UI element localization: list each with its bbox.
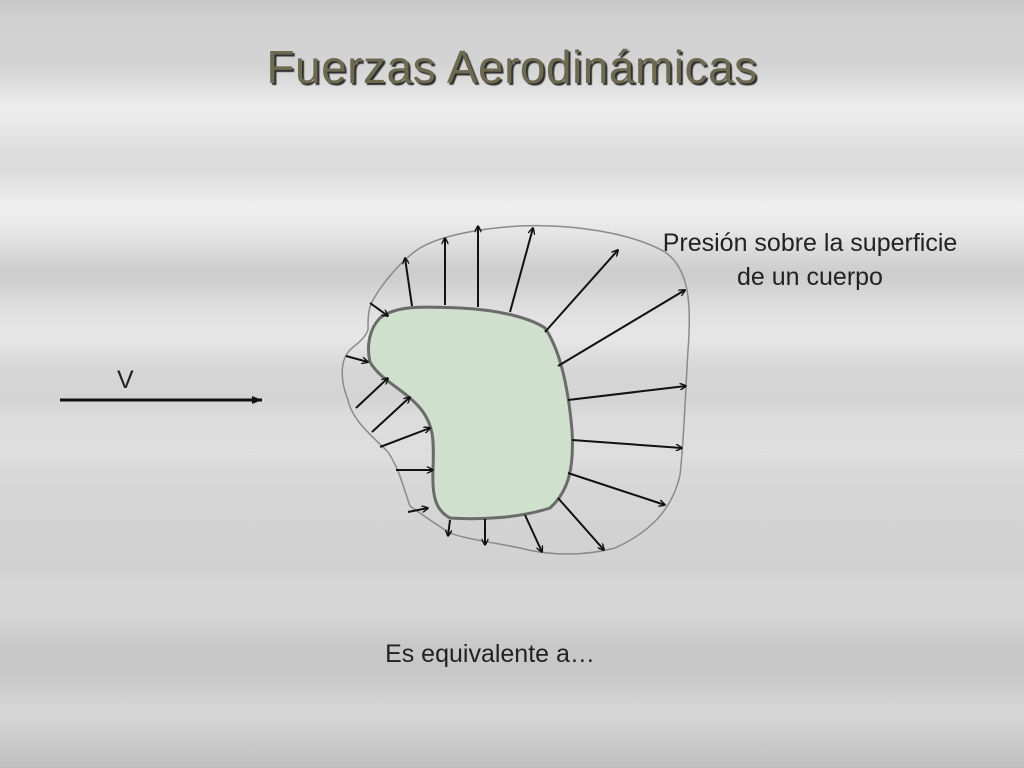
pressure-arrows — [345, 226, 686, 552]
pressure-arrow — [524, 514, 542, 552]
pressure-arrow — [509, 228, 533, 313]
pressure-arrow — [371, 397, 410, 433]
pressure-arrow — [355, 378, 388, 409]
pressure-arrow — [405, 258, 413, 307]
pressure-caption-line-2: de un cuerpo — [737, 263, 883, 291]
pressure-arrow — [544, 250, 618, 333]
pressure-arrow — [345, 355, 368, 362]
pressure-arrow — [567, 472, 665, 505]
velocity-label: V — [117, 366, 134, 394]
equivalent-text: Es equivalente a… — [385, 640, 595, 668]
pressure-arrow — [567, 386, 686, 401]
pressure-arrow — [448, 519, 450, 536]
pressure-caption: Presión sobre la superficie de un cuerpo — [650, 226, 970, 294]
pressure-arrow — [379, 428, 430, 448]
pressure-arrow — [557, 497, 604, 550]
body-shape — [366, 305, 574, 521]
slide-title: Fuerzas Aerodinámicas — [266, 41, 758, 93]
pressure-caption-line-1: Presión sobre la superficie — [662, 229, 958, 257]
pressure-arrow — [557, 290, 685, 367]
pressure-arrow — [369, 302, 388, 316]
pressure-arrow — [571, 439, 682, 448]
pressure-arrow — [407, 508, 428, 513]
